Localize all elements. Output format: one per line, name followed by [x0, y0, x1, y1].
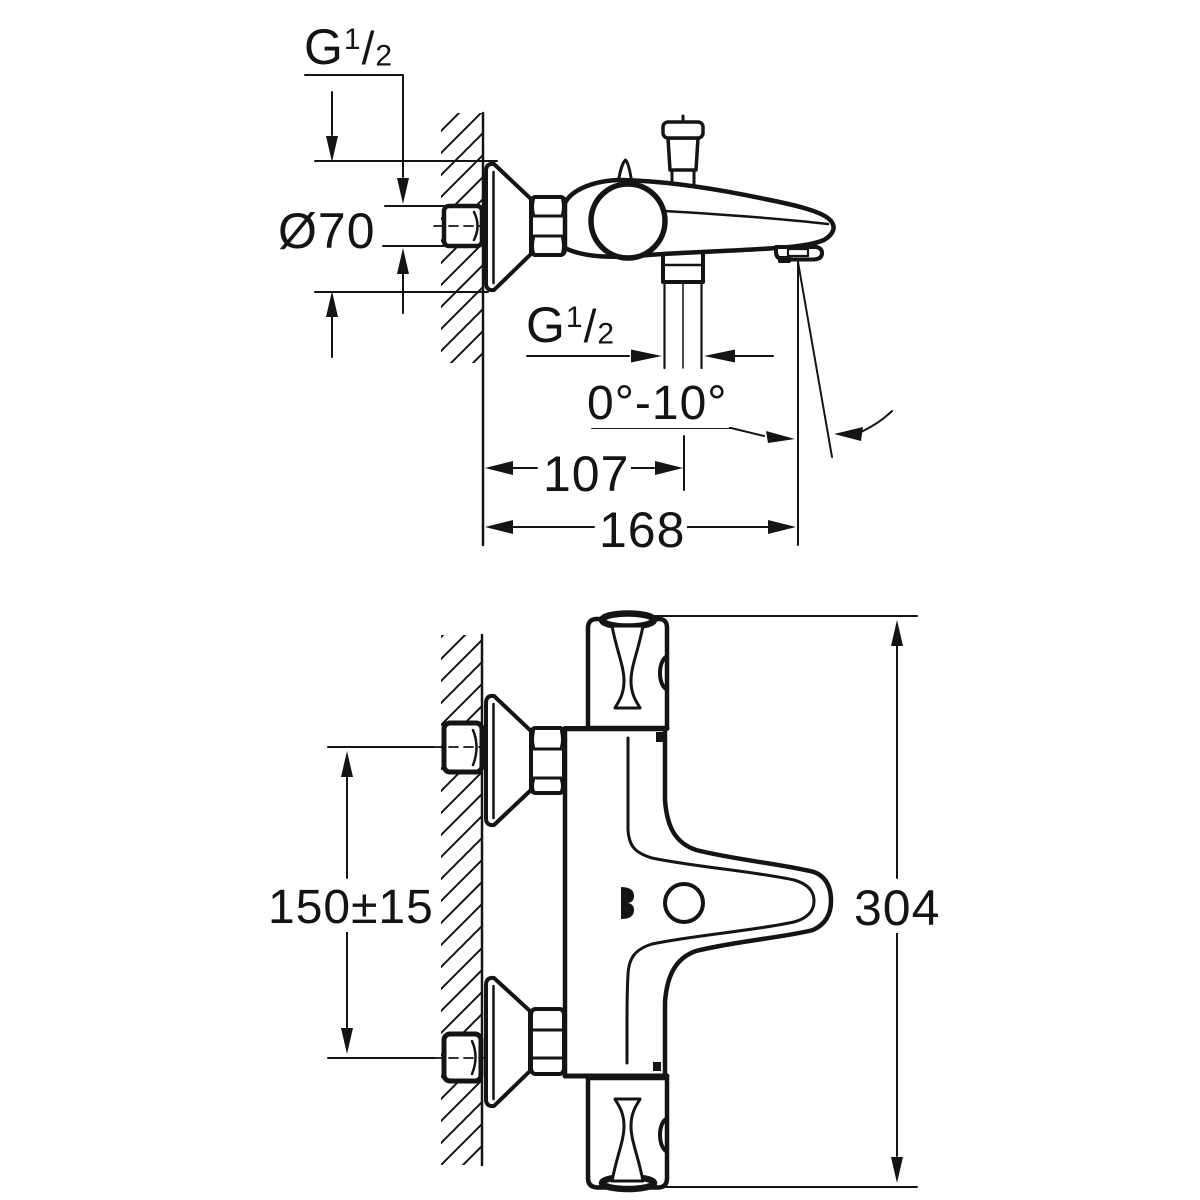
dimension-label-thread-top: G1/2 — [302, 19, 396, 75]
dimension-label-diameter: Ø70 — [276, 203, 378, 259]
wall-hatching-front — [441, 635, 482, 1165]
dimension-label-150: 150±15 — [266, 881, 436, 934]
side-view — [304, 74, 893, 547]
diverter-cap — [661, 120, 705, 140]
dimension-label-304: 304 — [852, 880, 943, 936]
dimension-label-angle: 0°-10° — [585, 377, 730, 430]
upper-hex-nut — [529, 726, 566, 795]
side-view-dimensions — [304, 74, 893, 546]
diverter-body — [666, 136, 700, 172]
lower-hex-nut — [529, 1007, 566, 1076]
pictogram-mark — [621, 887, 634, 919]
dimension-label-thread-spout: G1/2 — [524, 297, 618, 353]
dimension-label-168: 168 — [597, 502, 688, 558]
shower-pipe — [663, 280, 703, 370]
front-view-dimensions — [327, 615, 918, 1188]
spout-ring-front — [663, 882, 705, 924]
front-view — [327, 610, 918, 1193]
hex-nut-side — [529, 195, 567, 257]
thermostat-dial-side — [588, 181, 668, 261]
dimension-label-107: 107 — [541, 446, 632, 502]
